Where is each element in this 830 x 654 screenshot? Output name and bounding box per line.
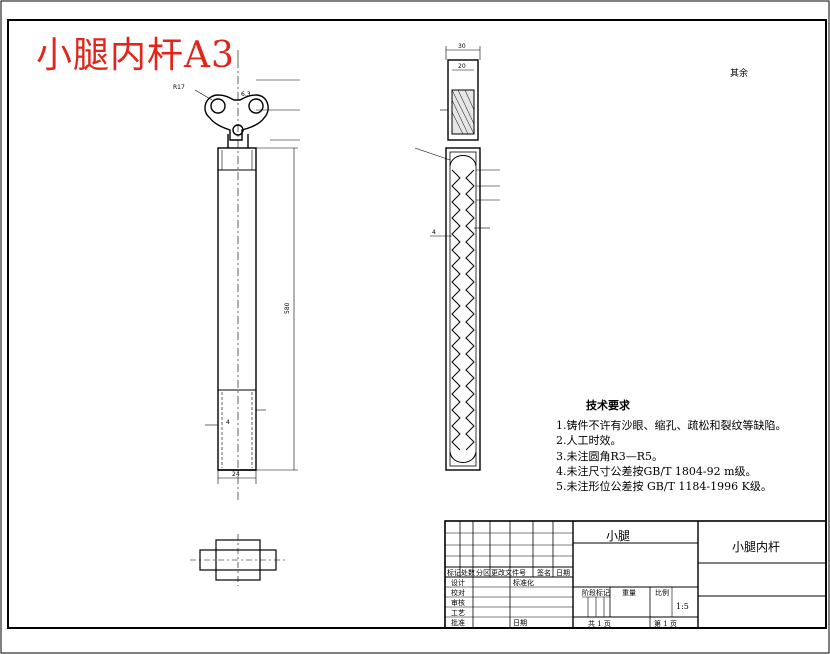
side-top-arc	[449, 155, 477, 167]
side-head	[447, 59, 479, 141]
hatch-a	[451, 89, 475, 135]
tech-req-heading: 技术要求	[586, 399, 630, 412]
tech-req-item: 2.人工时效。	[556, 434, 622, 448]
end-view	[190, 534, 286, 586]
tb-label-proof: 校对	[451, 589, 465, 597]
tb-label-process: 工艺	[451, 609, 465, 617]
side-outer-dim: 30	[458, 43, 466, 50]
tb-label-date2: 日期	[513, 619, 527, 627]
hatch-b	[451, 99, 469, 135]
tb-label-change: 更改文件号	[491, 569, 526, 577]
tech-req-item: 3.未注圆角R3—R5。	[556, 449, 664, 463]
drawing-title-overlay: 小腿内杆A3	[36, 35, 235, 76]
side-teeth-right	[465, 169, 475, 451]
roughness-note: 其余	[730, 69, 749, 79]
tb-label-date: 日期	[556, 569, 570, 577]
title-block-frame	[444, 520, 827, 629]
right-hole	[248, 98, 264, 114]
tb-label-count: 处数	[461, 569, 475, 577]
side-tube-inner	[449, 151, 477, 467]
leader-side-r	[414, 147, 451, 161]
front-dimensions	[194, 50, 300, 484]
radius-dim: R17	[173, 84, 185, 91]
title-block	[444, 520, 827, 629]
head-outline	[204, 94, 269, 141]
tb-label-approve: 批准	[451, 619, 465, 627]
top-section	[217, 147, 257, 171]
tb-label-ratio: 比例	[655, 589, 669, 597]
neck	[227, 134, 249, 148]
side-wall-dim: 4	[432, 229, 436, 236]
chamfer-dim: 6.3	[241, 91, 251, 98]
tb-label-stage: 阶段标记	[582, 589, 610, 597]
tb-label-mark: 标记	[447, 569, 461, 577]
tb-label-sign: 签名	[537, 569, 551, 577]
tech-req-item: 5.未注形位公差按 GB/T 1184-1996 K级。	[556, 480, 772, 494]
front-width-dim: 24	[232, 471, 240, 478]
tb-part-name: 小腿内杆	[732, 540, 781, 554]
technical-requirements: 技术要求 1.铸件不许有沙眼、缩孔、疏松和裂纹等缺陷。 2.人工时效。 3.未注…	[556, 398, 787, 494]
hatch-c	[451, 111, 464, 135]
tb-label-zone: 分区	[476, 569, 490, 577]
front-length-dim: 580	[284, 302, 291, 314]
tube-body	[217, 147, 257, 471]
side-teeth-left	[451, 169, 461, 451]
tb-label-weight: 重量	[622, 589, 636, 597]
tb-label-design: 设计	[451, 579, 465, 587]
tech-req-item: 4.未注尺寸公差按GB/T 1804-92 m级。	[556, 464, 757, 478]
front-wall-dim: 4	[226, 419, 230, 426]
side-view	[445, 59, 481, 471]
hatch-e	[464, 89, 475, 111]
side-dimensions	[414, 46, 500, 237]
tb-scale: 1:5	[676, 602, 689, 611]
hatch-d	[457, 89, 475, 125]
side-bottom-arc	[449, 451, 477, 463]
left-hole	[210, 98, 226, 114]
inner-border	[7, 19, 827, 629]
side-inner-dim: 20	[458, 63, 466, 70]
front-view	[204, 60, 269, 500]
tb-label-standard: 标准化	[513, 579, 534, 587]
leader-radius	[194, 89, 213, 101]
tb-label-review: 审核	[451, 599, 465, 607]
tb-sheet-no: 第 1 页	[654, 620, 677, 628]
tb-material: 小腿	[606, 529, 631, 543]
side-tube	[445, 147, 481, 471]
tech-req-item: 1.铸件不许有沙眼、缩孔、疏松和裂纹等缺陷。	[556, 419, 787, 433]
tb-sheet-total: 共 1 页	[588, 620, 611, 628]
